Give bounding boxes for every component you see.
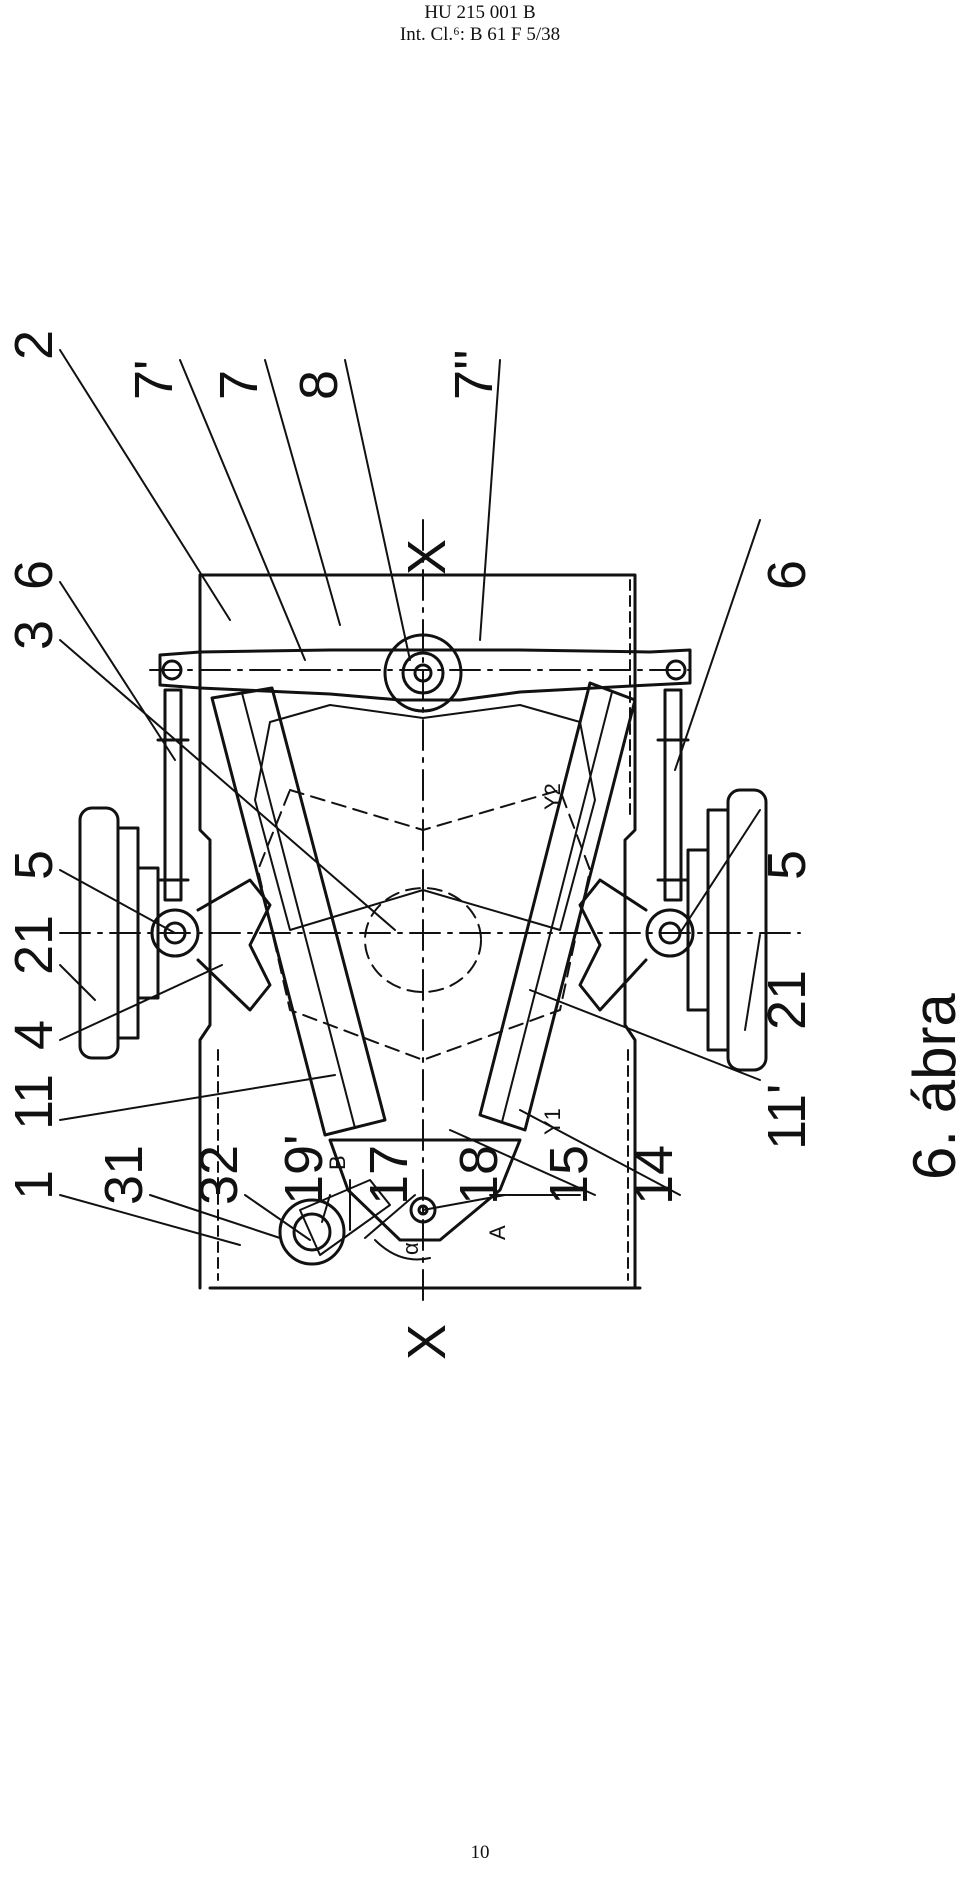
bar-11-prime-split	[501, 691, 613, 1123]
label-8: 8	[289, 370, 349, 400]
bracket-4-right	[578, 878, 648, 1012]
label-14: 14	[624, 1145, 684, 1205]
link-19-prime	[299, 1179, 391, 1256]
label-7: 7	[209, 370, 269, 400]
pivot-8-mid	[401, 651, 445, 695]
label-2: 2	[4, 330, 64, 360]
point-label-a: A	[485, 1225, 510, 1240]
pivot-8-outer	[383, 633, 463, 713]
lever-end-left	[161, 659, 183, 681]
label-21-right: 21	[757, 970, 817, 1030]
patent-header: HU 215 001 B Int. Cl.⁶: B 61 F 5/38	[0, 2, 960, 46]
label-3: 3	[4, 620, 64, 650]
bracket-4-left	[196, 878, 272, 1012]
wheel-21-left-flange	[136, 866, 160, 1000]
label-4: 4	[4, 1020, 64, 1050]
label-15: 15	[539, 1145, 599, 1205]
axlebox-5-left-inner	[163, 921, 187, 945]
wheel-21-right-hub	[706, 808, 730, 1052]
angle-label-alpha: α	[398, 1242, 423, 1255]
bar-11-split	[241, 692, 356, 1129]
lever-7	[158, 648, 692, 702]
label-11-prime: 11'	[757, 1084, 817, 1150]
label-6-right: 6	[757, 560, 817, 590]
label-5-right: 5	[757, 850, 817, 880]
body-3-solid	[254, 704, 596, 931]
axlebox-5-right	[645, 908, 695, 958]
rod-6-left	[163, 688, 183, 902]
bar-11-prime	[478, 681, 637, 1132]
point-label-y1: Y1	[540, 1108, 565, 1135]
label-19-prime: 19'	[274, 1135, 334, 1205]
label-31: 31	[94, 1145, 154, 1205]
axlebox-5-left	[150, 908, 200, 958]
pin-18	[409, 1196, 437, 1224]
lever-end-right	[665, 659, 687, 681]
reference-labels: 2 6 3 5 21 4 11 1 31 32 19' 17 18 15 14 …	[4, 330, 960, 1360]
label-6: 6	[4, 560, 64, 590]
angle-alpha-arc	[374, 1239, 431, 1261]
label-21: 21	[4, 915, 64, 975]
gear-31	[278, 1198, 346, 1266]
label-7-double-prime: 7''	[444, 349, 504, 400]
bar-11	[210, 686, 387, 1137]
gear-32	[292, 1212, 332, 1252]
label-1: 1	[4, 1170, 64, 1200]
label-5: 5	[4, 850, 64, 880]
pivot-8-inner	[413, 663, 433, 683]
label-17: 17	[359, 1145, 419, 1205]
label-11: 11	[4, 1074, 64, 1130]
point-label-y2: Y2	[540, 783, 565, 810]
label-32: 32	[189, 1145, 249, 1205]
rod-6-right	[663, 688, 683, 902]
body-3-circle	[364, 887, 482, 993]
figure-caption: 6. ábra	[901, 993, 960, 1180]
figure-graphics	[59, 349, 801, 1301]
axis-label-x-top: X	[397, 539, 457, 575]
classification: Int. Cl.⁶: B 61 F 5/38	[399, 24, 561, 45]
axis-label-x-bottom: X	[397, 1324, 457, 1360]
point-label-b: B	[325, 1155, 350, 1170]
wheel-21-right-flange	[686, 848, 710, 1012]
body-3-dashed	[257, 789, 591, 1061]
label-7-prime: 7'	[124, 360, 184, 400]
label-18: 18	[449, 1145, 509, 1205]
patent-number: HU 215 001 B	[424, 2, 536, 23]
leader-lines	[59, 349, 761, 1246]
page-number: 10	[470, 1842, 490, 1863]
